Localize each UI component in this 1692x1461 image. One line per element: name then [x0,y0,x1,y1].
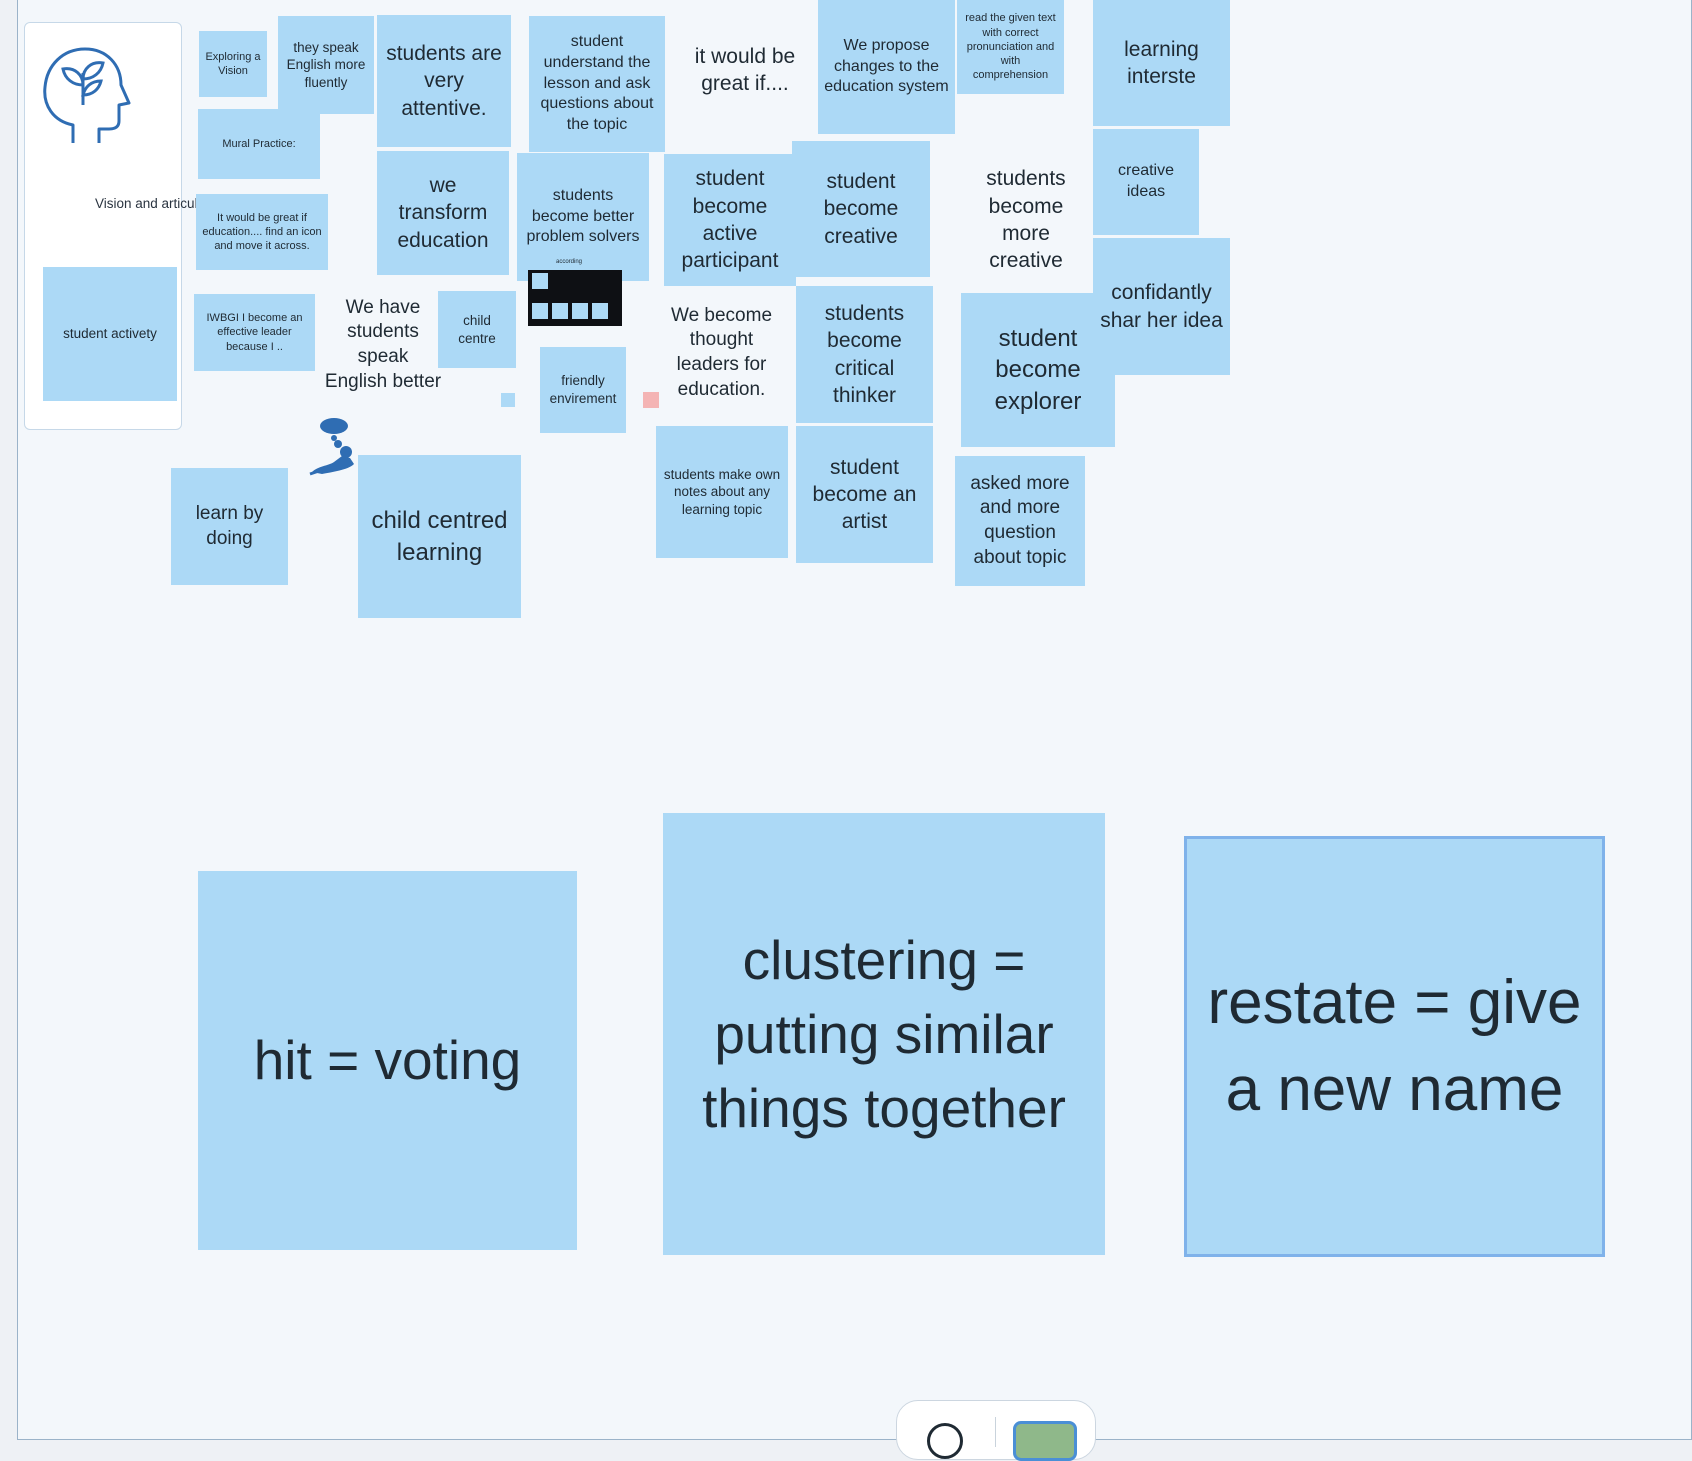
sticky-note[interactable]: friendly envirement [540,347,626,433]
sticky-note[interactable]: child centre [438,291,516,368]
sticky-note[interactable]: Exploring a Vision [199,31,267,97]
sticky-note[interactable]: student become explorer [961,293,1115,447]
sticky-note[interactable]: student activety [43,267,177,401]
sticky-note[interactable]: student become active participant [664,154,796,286]
sticky-note[interactable]: We have students speak English better [324,296,442,392]
sticky-note[interactable]: we transform education [377,151,509,275]
sticky-note[interactable]: learning interste [1093,0,1230,126]
sticky-note[interactable]: student understand the lesson and ask qu… [529,16,665,152]
sticky-note-large[interactable]: hit = voting [198,871,577,1250]
sticky-note[interactable]: Mural Practice: [198,109,320,179]
small-marker-blue[interactable] [501,393,515,407]
sticky-note[interactable]: it would be great if.... [694,44,796,95]
sticky-note[interactable]: students become more creative [986,167,1066,273]
sticky-note[interactable]: asked more and more question about topic [955,456,1085,586]
avatar[interactable] [1013,1421,1077,1461]
head-sprout-icon [43,47,131,143]
sticky-note[interactable]: they speak English more fluently [278,16,374,114]
thinking-person-icon [309,418,354,476]
help-icon[interactable] [927,1423,963,1459]
sticky-note[interactable]: student become creative [792,141,930,277]
sticky-note[interactable]: We become thought leaders for education. [670,304,773,400]
board-thumbnail[interactable] [528,270,622,326]
sticky-note[interactable]: students become better problem solvers [517,153,649,281]
sticky-note[interactable]: creative ideas [1093,129,1199,235]
vision-description: Vision and articulate the desired outcom… [95,196,205,211]
small-marker-pink[interactable] [643,392,659,408]
sticky-note-selected[interactable]: restate = give a new name [1184,836,1605,1257]
sticky-note[interactable]: students are very attentive. [377,15,511,147]
sticky-note[interactable]: child centred learning [358,455,521,618]
sticky-note[interactable]: student become an artist [796,426,933,563]
sticky-note[interactable]: We propose changes to the education syst… [818,0,955,134]
bottom-toolbar[interactable] [896,1400,1096,1461]
sticky-note[interactable]: It would be great if education.... find … [196,194,328,270]
sticky-note[interactable]: confidantly shar her idea [1093,238,1230,375]
sticky-note[interactable]: learn by doing [171,468,288,585]
sticky-note-large[interactable]: clustering = putting similar things toge… [663,813,1105,1255]
sticky-note[interactable]: students make own notes about any learni… [656,426,788,558]
vision-card[interactable]: Vision and articulate the desired outcom… [24,22,205,430]
sticky-note[interactable]: read the given text with correct pronunc… [957,0,1064,94]
toolbar-divider [995,1417,996,1447]
sticky-note[interactable]: IWBGI I become an effective leader becau… [194,294,315,371]
sticky-note[interactable]: students become critical thinker [796,286,933,423]
thumbnail-label: according [556,259,583,265]
